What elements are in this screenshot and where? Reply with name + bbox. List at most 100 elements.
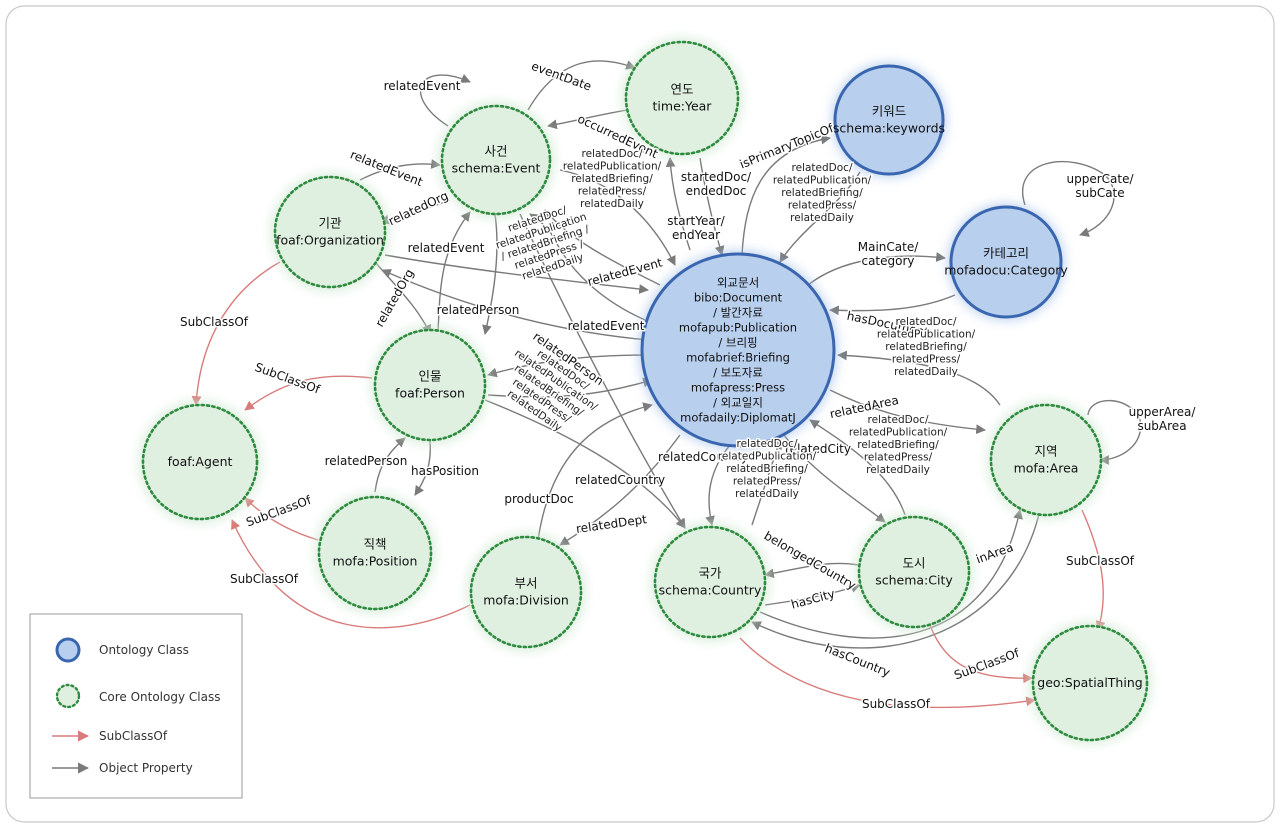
edge-label-hasPosition: hasPosition [411,464,479,478]
edge-label-relatedCity-line: relatedCity [785,442,851,456]
edge-label-startedDoc-line: startedDoc/ [681,170,752,184]
edge-label-relatedPerson_event-line: relatedPerson [437,303,520,317]
edge-label-multi_keywords-line: relatedDoc/ [792,162,853,174]
edge-label-relatedCountry-line: relatedCountry [658,450,748,464]
edge-sub-area [1081,509,1106,631]
edge-city-doc [809,419,906,516]
edge-label-multi_country-line: relatedPublication/ [718,451,817,463]
edge-relatedCity [779,429,886,523]
edge-label-multi_country-line: relatedBriefing/ [726,463,808,475]
edge-label-startYear-halo: startYear/endYear [667,214,725,242]
edge-label-multi_area-halo: relatedDoc/relatedPublication/relatedBri… [877,316,976,378]
edge-label-multi_area-line: relatedPress/ [892,354,961,366]
edge-label-mainCate-line: category [861,254,914,268]
edge-label-relatedCity-halo: relatedCity [785,442,851,456]
edge-relatedPerson-pos [374,437,406,493]
node-position-label-0: 직책 [363,537,386,552]
edge-label-multi_event-line: relatedBriefing/ [571,173,653,185]
node-person-label-0: 인물 [418,369,441,384]
edge-label-hasPosition-halo: hasPosition [411,464,479,478]
edge-label-multi_keywords: relatedDoc/relatedPublication/relatedBri… [773,162,872,224]
node-person-circle [373,328,487,442]
edge-label-upperArea-line: upperArea/ [1129,405,1197,419]
edge-sub-country [739,637,1036,709]
edge-sub-city [929,624,1033,684]
node-country-label-0: 국가 [698,566,722,581]
edge-label-hasPosition-line: hasPosition [411,464,479,478]
edge-label-sub_country-halo: SubClassOf [862,697,931,711]
node-keywords-circle [833,64,945,176]
edge-label-multi_keywords-line: relatedBriefing/ [781,187,863,199]
edge-label-sub_country: SubClassOf [862,697,931,711]
edge-label-mainCate-line: MainCate/ [858,240,919,254]
edge-label-productDoc: productDoc [504,492,573,506]
edge-label-upperCate-line: subCate [1075,186,1124,200]
node-org-label-0: 기관 [318,216,342,231]
edge-label-sub_area-halo: SubClassOf [1066,554,1135,568]
edge-label-multi_keywords-line: relatedDoc/ [792,162,853,174]
edge-label-sub_area-line: SubClassOf [1066,554,1135,568]
edge-label-upperCate-line: upperCate/ [1066,172,1134,186]
edge-label-multi_keywords-line: relatedPublication/ [773,175,872,187]
edge-label-relatedEvent_person-line: relatedEvent [408,241,485,255]
edge-label-upperArea-halo: upperArea/subArea [1129,405,1197,433]
edge-label-productDoc-line: productDoc [504,492,573,506]
edge-label-upperArea: upperArea/subArea [1129,405,1197,433]
edge-label-multi_keywords-line: relatedDaily [790,212,854,224]
node-document-label-2: / 발간자료 [713,306,763,320]
edge-label-startedDoc-line: endedDoc [686,184,747,198]
edge-doc-event2 [529,213,646,321]
edge-doc-person [487,354,651,378]
edge-label-startYear-line: startYear/ [667,214,725,228]
edge-label-relatedEvent_person-halo: relatedEvent [408,241,485,255]
edge-hasCity [764,583,861,606]
edge-upperArea-self [1087,399,1142,465]
edge-keywords-doc [779,171,861,263]
edge-label-relatedEvent_self: relatedEvent [384,79,461,93]
edge-relatedOrg-person [374,261,432,335]
edge-label-multi_country-line: relatedPublication/ [718,451,817,463]
node-spatial-circle [1031,624,1149,742]
edge-productDoc [537,402,653,541]
legend: Ontology Class Core Ontology Class SubCl… [29,613,243,799]
edge-label-startedDoc-halo: startedDoc/endedDoc [681,170,752,198]
edge-label-relatedEvent_self-line: relatedEvent [384,79,461,93]
edge-label-relatedEvent_doc2-line: relatedEvent [568,319,645,333]
edge-inArea [759,509,1023,639]
edge-label-multi_country: relatedDoc/relatedPublication/relatedBri… [718,438,817,500]
edge-upperCate-self [1022,160,1115,237]
edge-area-doc [837,350,1001,406]
edge-label-relatedEvent_doc2-halo: relatedEvent [568,319,645,333]
edge-label-multi_city-line: relatedPress/ [864,452,933,464]
edge-sub-org [191,261,281,406]
edge-label-multi_event-line: relatedBriefing/ [571,173,653,185]
node-keywords-label-0: 키워드 [872,104,907,119]
node-agent-circle [141,403,259,521]
edge-label-multi_event-line: relatedDoc/ [582,148,643,160]
edge-label-multi_area-line: relatedBriefing/ [885,341,967,353]
legend-ontology-label: Ontology Class [99,643,189,657]
node-document-label-7: mofapress:Press [691,381,785,395]
edge-label-multi_city-halo: relatedDoc/relatedPublication/relatedBri… [849,414,948,476]
node-category-label-1: mofadocu:Category [944,263,1068,278]
edge-label-multi_city-line: relatedDoc/ [868,414,929,426]
edge-label-productDoc-halo: productDoc [504,492,573,506]
edge-label-multi_event-line: relatedDaily [580,198,644,210]
edge-label-relatedEvent_doc2: relatedEvent [568,319,645,333]
edge-label-sub_org-line: SubClassOf [180,315,249,329]
edge-label-upperArea-line: upperArea/ [1129,405,1197,419]
edge-label-startYear-line: endYear [672,228,720,242]
edge-label-multi_country-line: relatedDoc/ [737,438,798,450]
edge-sub-position [244,497,319,541]
edges-subclassof [191,261,1106,709]
edge-label-upperCate-line: subCate [1075,186,1124,200]
edge-person-doc [487,377,653,398]
edge-label-multi_country-line: relatedDaily [735,488,799,500]
